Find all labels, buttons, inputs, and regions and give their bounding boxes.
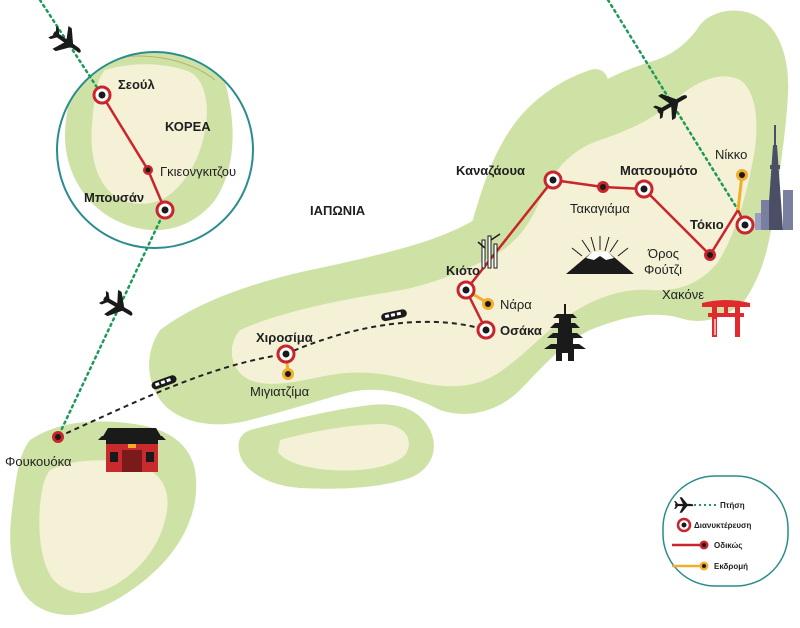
city-label-nara: Νάρα [500, 297, 532, 312]
legend-item-road: Οδικώς [672, 540, 742, 550]
road-route-japan [464, 178, 747, 331]
bamboo-icon [477, 233, 501, 269]
train-icon [151, 375, 177, 390]
marker-hakone [704, 249, 716, 261]
city-label-hiroshima: Χιροσίμα [256, 330, 313, 345]
legend-item-excursion: Εκδρομή [672, 561, 748, 571]
marker-nikko [736, 169, 748, 181]
icons-layer [48, 25, 793, 472]
city-label-fukuoka: Φουκουόκα [5, 454, 72, 469]
flight-route-korea [38, 0, 104, 97]
airplane-icon [98, 289, 133, 317]
legend-item-overnight: Διανυκτέρευση [676, 517, 752, 533]
legend-label-road: Οδικώς [714, 541, 742, 550]
flight-route-tokyo [606, 0, 740, 212]
marker-busan [155, 200, 175, 220]
airplane-icon [652, 93, 687, 121]
marker-osaka [476, 320, 496, 340]
marker-miyajima [282, 368, 294, 380]
country-label-korea: ΚΟΡΕΑ [165, 119, 211, 134]
marker-matsumoto [634, 179, 654, 199]
marker-seoul [92, 85, 112, 105]
labels-layer: ΚΟΡΕΑ ΙΑΠΩΝΙΑ Σεούλ Γκιεονγκιτζου Μπουσά… [5, 77, 747, 469]
city-label-seoul: Σεούλ [118, 77, 155, 92]
legend-label-excursion: Εκδρομή [714, 562, 748, 571]
city-label-kanazawa: Καναζάουα [456, 163, 525, 178]
city-label-miyajima: Μιγιατζίμα [250, 384, 310, 399]
temple-gate-icon [98, 428, 166, 472]
honshu-interior [231, 76, 757, 387]
city-label-osaka: Οσάκα [500, 323, 542, 338]
legend-label-overnight: Διανυκτέρευση [694, 521, 752, 530]
marker-hiroshima [276, 344, 296, 364]
markers-layer [52, 85, 755, 443]
kyushu-interior [39, 460, 168, 594]
marker-kanazawa [543, 170, 563, 190]
shikoku-interior [278, 424, 409, 471]
flight-route-busan-fukuoka [56, 208, 167, 439]
airplane-icon [674, 497, 694, 513]
legend-label-flight: Πτήση [720, 501, 745, 510]
city-label-tokyo: Τόκιο [690, 217, 724, 232]
pagoda-icon [544, 304, 586, 361]
land-layer [10, 10, 789, 615]
city-label-gyeongju: Γκιεονγκιτζου [160, 164, 236, 179]
city-label-fuji-line2: Φούτζι [644, 262, 682, 277]
city-label-takayama: Τακαγιάμα [570, 201, 630, 216]
city-label-hakone: Χακόνε [662, 287, 704, 302]
airplane-icon [48, 25, 81, 53]
legend-box [662, 475, 789, 587]
korea-inset-border [56, 51, 254, 249]
marker-takayama [597, 181, 609, 193]
marker-tokyo [735, 215, 755, 235]
marker-gyeongju [143, 165, 153, 175]
city-label-matsumoto: Ματσουμότο [620, 163, 698, 178]
city-label-busan: Μπουσάν [84, 190, 144, 205]
mount-fuji-icon [566, 236, 634, 274]
train-icon [381, 309, 407, 322]
marker-kyoto [456, 280, 476, 300]
city-label-nikko: Νίκκο [715, 147, 747, 162]
skytree-tower-icon [755, 125, 793, 230]
northern-land [470, 69, 609, 241]
legend: Πτήση Διανυκτέρευση Οδικώς Εκδρομή [662, 475, 789, 587]
legend-item-flight: Πτήση [674, 497, 745, 513]
korea-interior [91, 64, 207, 204]
marker-fukuoka [52, 431, 64, 443]
torii-gate-icon [702, 300, 750, 337]
country-label-japan: ΙΑΠΩΝΙΑ [310, 203, 366, 218]
marker-nara [482, 298, 494, 310]
city-label-fuji-line1: Όρος [647, 246, 679, 261]
city-label-kyoto: Κιότο [446, 263, 480, 278]
